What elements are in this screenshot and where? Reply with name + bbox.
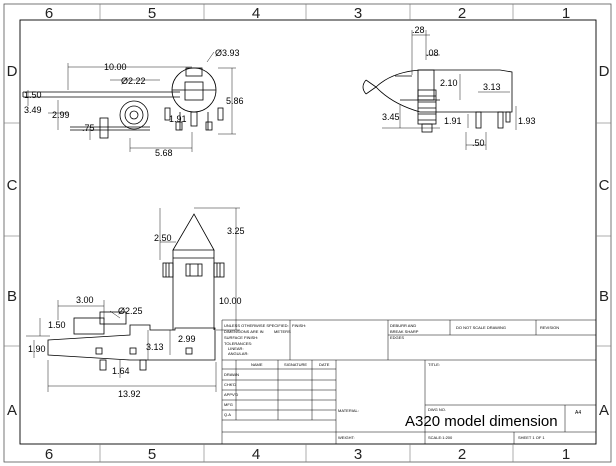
front-view-dimension-lines bbox=[26, 207, 240, 392]
dim-side-210: 2.10 bbox=[440, 78, 458, 88]
dim-side-191: 1.91 bbox=[444, 116, 462, 126]
zone-ticks bbox=[4, 4, 611, 462]
zone-col-4-bottom: 4 bbox=[252, 446, 260, 463]
tb-col-date: DATE bbox=[319, 362, 330, 367]
tb-no-scale: DO NOT SCALE DRAWING bbox=[456, 325, 507, 330]
tb-sheet: SHEET 1 OF 1 bbox=[518, 435, 545, 440]
dim-front-164: 1.64 bbox=[112, 366, 130, 376]
dim-top-150: 1.50 bbox=[24, 90, 42, 100]
tb-material: MATERIAL: bbox=[338, 408, 359, 413]
tb-deburr-1: DEBURR AND bbox=[390, 323, 417, 328]
dim-top-586: 5.86 bbox=[226, 96, 244, 106]
tb-row-appvd: APPV'D bbox=[224, 392, 239, 397]
tb-unless-5: LINEAR: bbox=[228, 346, 244, 351]
zone-row-d-right: D bbox=[599, 63, 610, 80]
dim-top-191: 1.91 bbox=[169, 114, 187, 124]
dim-top-568: 5.68 bbox=[155, 148, 173, 158]
dim-front-300: 3.00 bbox=[76, 295, 94, 305]
zone-row-c-left: C bbox=[7, 177, 18, 194]
tb-unless-4: TOLERANCES: bbox=[224, 341, 253, 346]
tb-title-label: TITLE: bbox=[428, 362, 441, 367]
tb-unless-2: DIMENSIONS ARE IN bbox=[224, 329, 264, 334]
zone-col-5-bottom: 5 bbox=[148, 446, 156, 463]
dim-side-028: .28 bbox=[412, 25, 425, 35]
top-view bbox=[22, 67, 224, 139]
tb-row-qa: Q.A bbox=[224, 412, 231, 417]
tb-unless-6: ANGULAR: bbox=[228, 351, 249, 356]
inner-border bbox=[19, 19, 597, 445]
zone-col-1-bottom: 1 bbox=[562, 446, 570, 463]
tb-row-drawn: DRAWN bbox=[224, 372, 239, 377]
dim-top-075: .75 bbox=[82, 123, 95, 133]
dim-front-313: 3.13 bbox=[146, 342, 164, 352]
tb-finish: FINISH: bbox=[292, 323, 307, 328]
zone-col-3-bottom: 3 bbox=[354, 446, 362, 463]
dim-front-250: 2.50 bbox=[154, 233, 172, 243]
dim-side-050: .50 bbox=[472, 138, 485, 148]
zone-row-b-right: B bbox=[599, 288, 609, 305]
dim-front-190: 1.90 bbox=[28, 344, 46, 354]
zone-col-2-bottom: 2 bbox=[458, 446, 466, 463]
tb-deburr-2: BREAK SHARP bbox=[390, 329, 419, 334]
dim-front-325: 3.25 bbox=[227, 226, 245, 236]
zone-col-5-top: 5 bbox=[148, 5, 156, 22]
zone-row-b-left: B bbox=[7, 288, 17, 305]
dim-top-299: 2.99 bbox=[52, 110, 70, 120]
zone-col-2-top: 2 bbox=[458, 5, 466, 22]
tb-dwg-no: DWG NO. bbox=[428, 407, 446, 412]
dim-front-299: 2.99 bbox=[178, 334, 196, 344]
dim-front-dia-225: Ø2.25 bbox=[118, 306, 143, 316]
dim-side-345: 3.45 bbox=[382, 112, 400, 122]
zone-col-4-top: 4 bbox=[252, 5, 260, 22]
tb-scale: SCALE:1:200 bbox=[428, 435, 453, 440]
dim-front-1392: 13.92 bbox=[118, 389, 141, 399]
tb-unless-1: UNLESS OTHERWISE SPECIFIED: bbox=[224, 323, 289, 328]
title-block-grid bbox=[221, 319, 596, 444]
tb-revision: REVISION bbox=[540, 325, 560, 330]
zone-row-c-right: C bbox=[599, 177, 610, 194]
zone-row-d-left: D bbox=[7, 63, 18, 80]
top-view-dimension-lines bbox=[27, 51, 236, 152]
side-view bbox=[362, 69, 513, 133]
tb-size: A4 bbox=[575, 410, 582, 416]
dim-side-313: 3.13 bbox=[483, 82, 501, 92]
zone-row-a-right: A bbox=[599, 402, 609, 419]
dim-top-length: 10.00 bbox=[104, 62, 127, 72]
tb-weight: WEIGHT: bbox=[338, 435, 355, 440]
zone-col-1-top: 1 bbox=[562, 5, 570, 22]
tb-unless-units: METERS bbox=[274, 329, 291, 334]
dim-side-193: 1.93 bbox=[518, 116, 536, 126]
dim-front-1000: 10.00 bbox=[219, 296, 242, 306]
tb-unless-3: SURFACE FINISH: bbox=[224, 335, 259, 340]
tb-row-mfg: MFG bbox=[224, 402, 233, 407]
tb-deburr-3: EDGES bbox=[390, 335, 405, 340]
dim-front-150: 1.50 bbox=[48, 320, 66, 330]
zone-col-6-bottom: 6 bbox=[45, 446, 53, 463]
side-view-dimension-lines bbox=[382, 30, 517, 150]
dim-side-008: .08 bbox=[426, 48, 439, 58]
dim-top-349: 3.49 bbox=[24, 105, 42, 115]
zone-col-3-top: 3 bbox=[354, 5, 362, 22]
dim-top-fuselage-dia: Ø3.93 bbox=[215, 48, 240, 58]
front-view bbox=[47, 213, 225, 371]
dim-top-engine-dia: Ø2.22 bbox=[121, 76, 146, 86]
zone-row-a-left: A bbox=[7, 402, 17, 419]
outer-border bbox=[3, 3, 612, 463]
tb-row-chkd: CHK'D bbox=[224, 382, 237, 387]
zone-col-6-top: 6 bbox=[45, 5, 53, 22]
drawing-title: A320 model dimension bbox=[405, 413, 558, 430]
tb-col-signature: SIGNATURE bbox=[284, 362, 308, 367]
tb-col-name: NAME bbox=[251, 362, 263, 367]
